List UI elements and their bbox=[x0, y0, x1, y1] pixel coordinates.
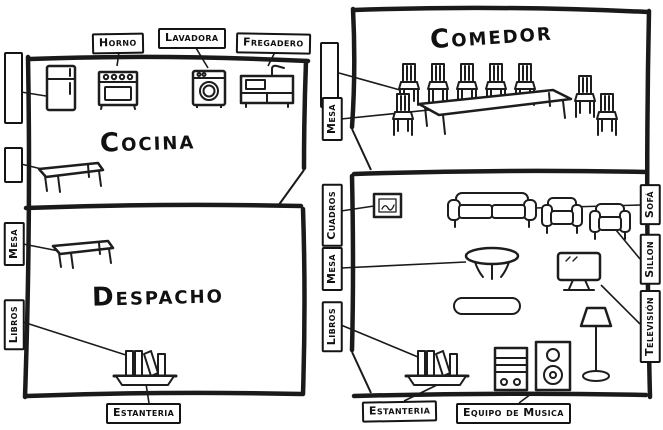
chair-icon bbox=[392, 93, 414, 136]
label-sofa: Sofá bbox=[640, 184, 661, 226]
desk-table-icon bbox=[51, 239, 115, 269]
label-sillon: Sillon bbox=[640, 234, 661, 285]
label-estanteria-despacho: Estanteria bbox=[106, 403, 182, 424]
empty-label-box bbox=[4, 52, 23, 124]
sink-icon bbox=[239, 64, 295, 108]
label-estanteria-salon: Estanteria bbox=[361, 400, 438, 423]
picture-frame-icon bbox=[372, 192, 403, 219]
label-libros-despacho: Libros bbox=[4, 299, 25, 351]
tv-icon bbox=[556, 251, 602, 291]
bookshelf-icon bbox=[404, 350, 470, 386]
room-title-despacho: Despacho bbox=[91, 279, 225, 313]
chair-icon bbox=[574, 75, 596, 118]
chair-icon bbox=[596, 93, 618, 136]
floor-lamp-icon bbox=[579, 306, 613, 382]
dining-table-icon bbox=[417, 88, 573, 135]
round-table-icon bbox=[464, 246, 520, 280]
label-libros-salon: Libros bbox=[322, 301, 343, 353]
label-horno: Horno bbox=[91, 32, 144, 55]
label-cuadros: Cuadros bbox=[322, 184, 343, 247]
door-swings bbox=[277, 128, 372, 394]
label-mesa-comedor: Mesa bbox=[322, 97, 343, 141]
fridge-icon bbox=[45, 64, 77, 112]
bookshelf-icon bbox=[112, 350, 178, 386]
empty-label-box bbox=[4, 147, 23, 183]
label-equipo-de-musica: Equipo de Musica bbox=[456, 403, 571, 424]
kitchen-table-icon bbox=[37, 161, 105, 193]
room-title-cocina: Cocina bbox=[99, 125, 196, 159]
armchair-icon bbox=[589, 203, 631, 240]
washing-machine-icon bbox=[191, 69, 227, 108]
stereo-icon bbox=[493, 340, 572, 392]
label-television: Televisión bbox=[640, 290, 661, 363]
rug-icon bbox=[453, 297, 521, 315]
label-mesa-salon: Mesa bbox=[322, 247, 343, 291]
sofa-icon bbox=[447, 192, 537, 228]
label-lavadora: Lavadora bbox=[158, 28, 226, 49]
label-fregadero: Fregadero bbox=[235, 32, 311, 55]
stove-icon bbox=[97, 70, 139, 110]
armchair-icon bbox=[541, 197, 583, 234]
label-mesa-despacho: Mesa bbox=[4, 222, 25, 266]
